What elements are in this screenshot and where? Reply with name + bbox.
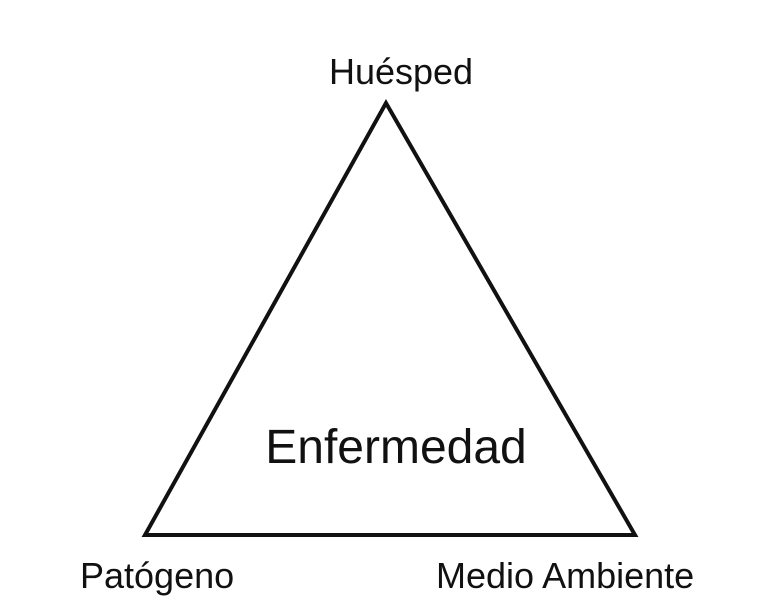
- vertex-label-pathogen: Patógeno: [80, 555, 235, 596]
- epidemiological-triangle: [141, 98, 639, 537]
- center-label-disease: Enfermedad: [265, 421, 527, 474]
- vertex-label-host: Huésped: [328, 51, 474, 92]
- vertex-label-environment: Medio Ambiente: [436, 555, 695, 596]
